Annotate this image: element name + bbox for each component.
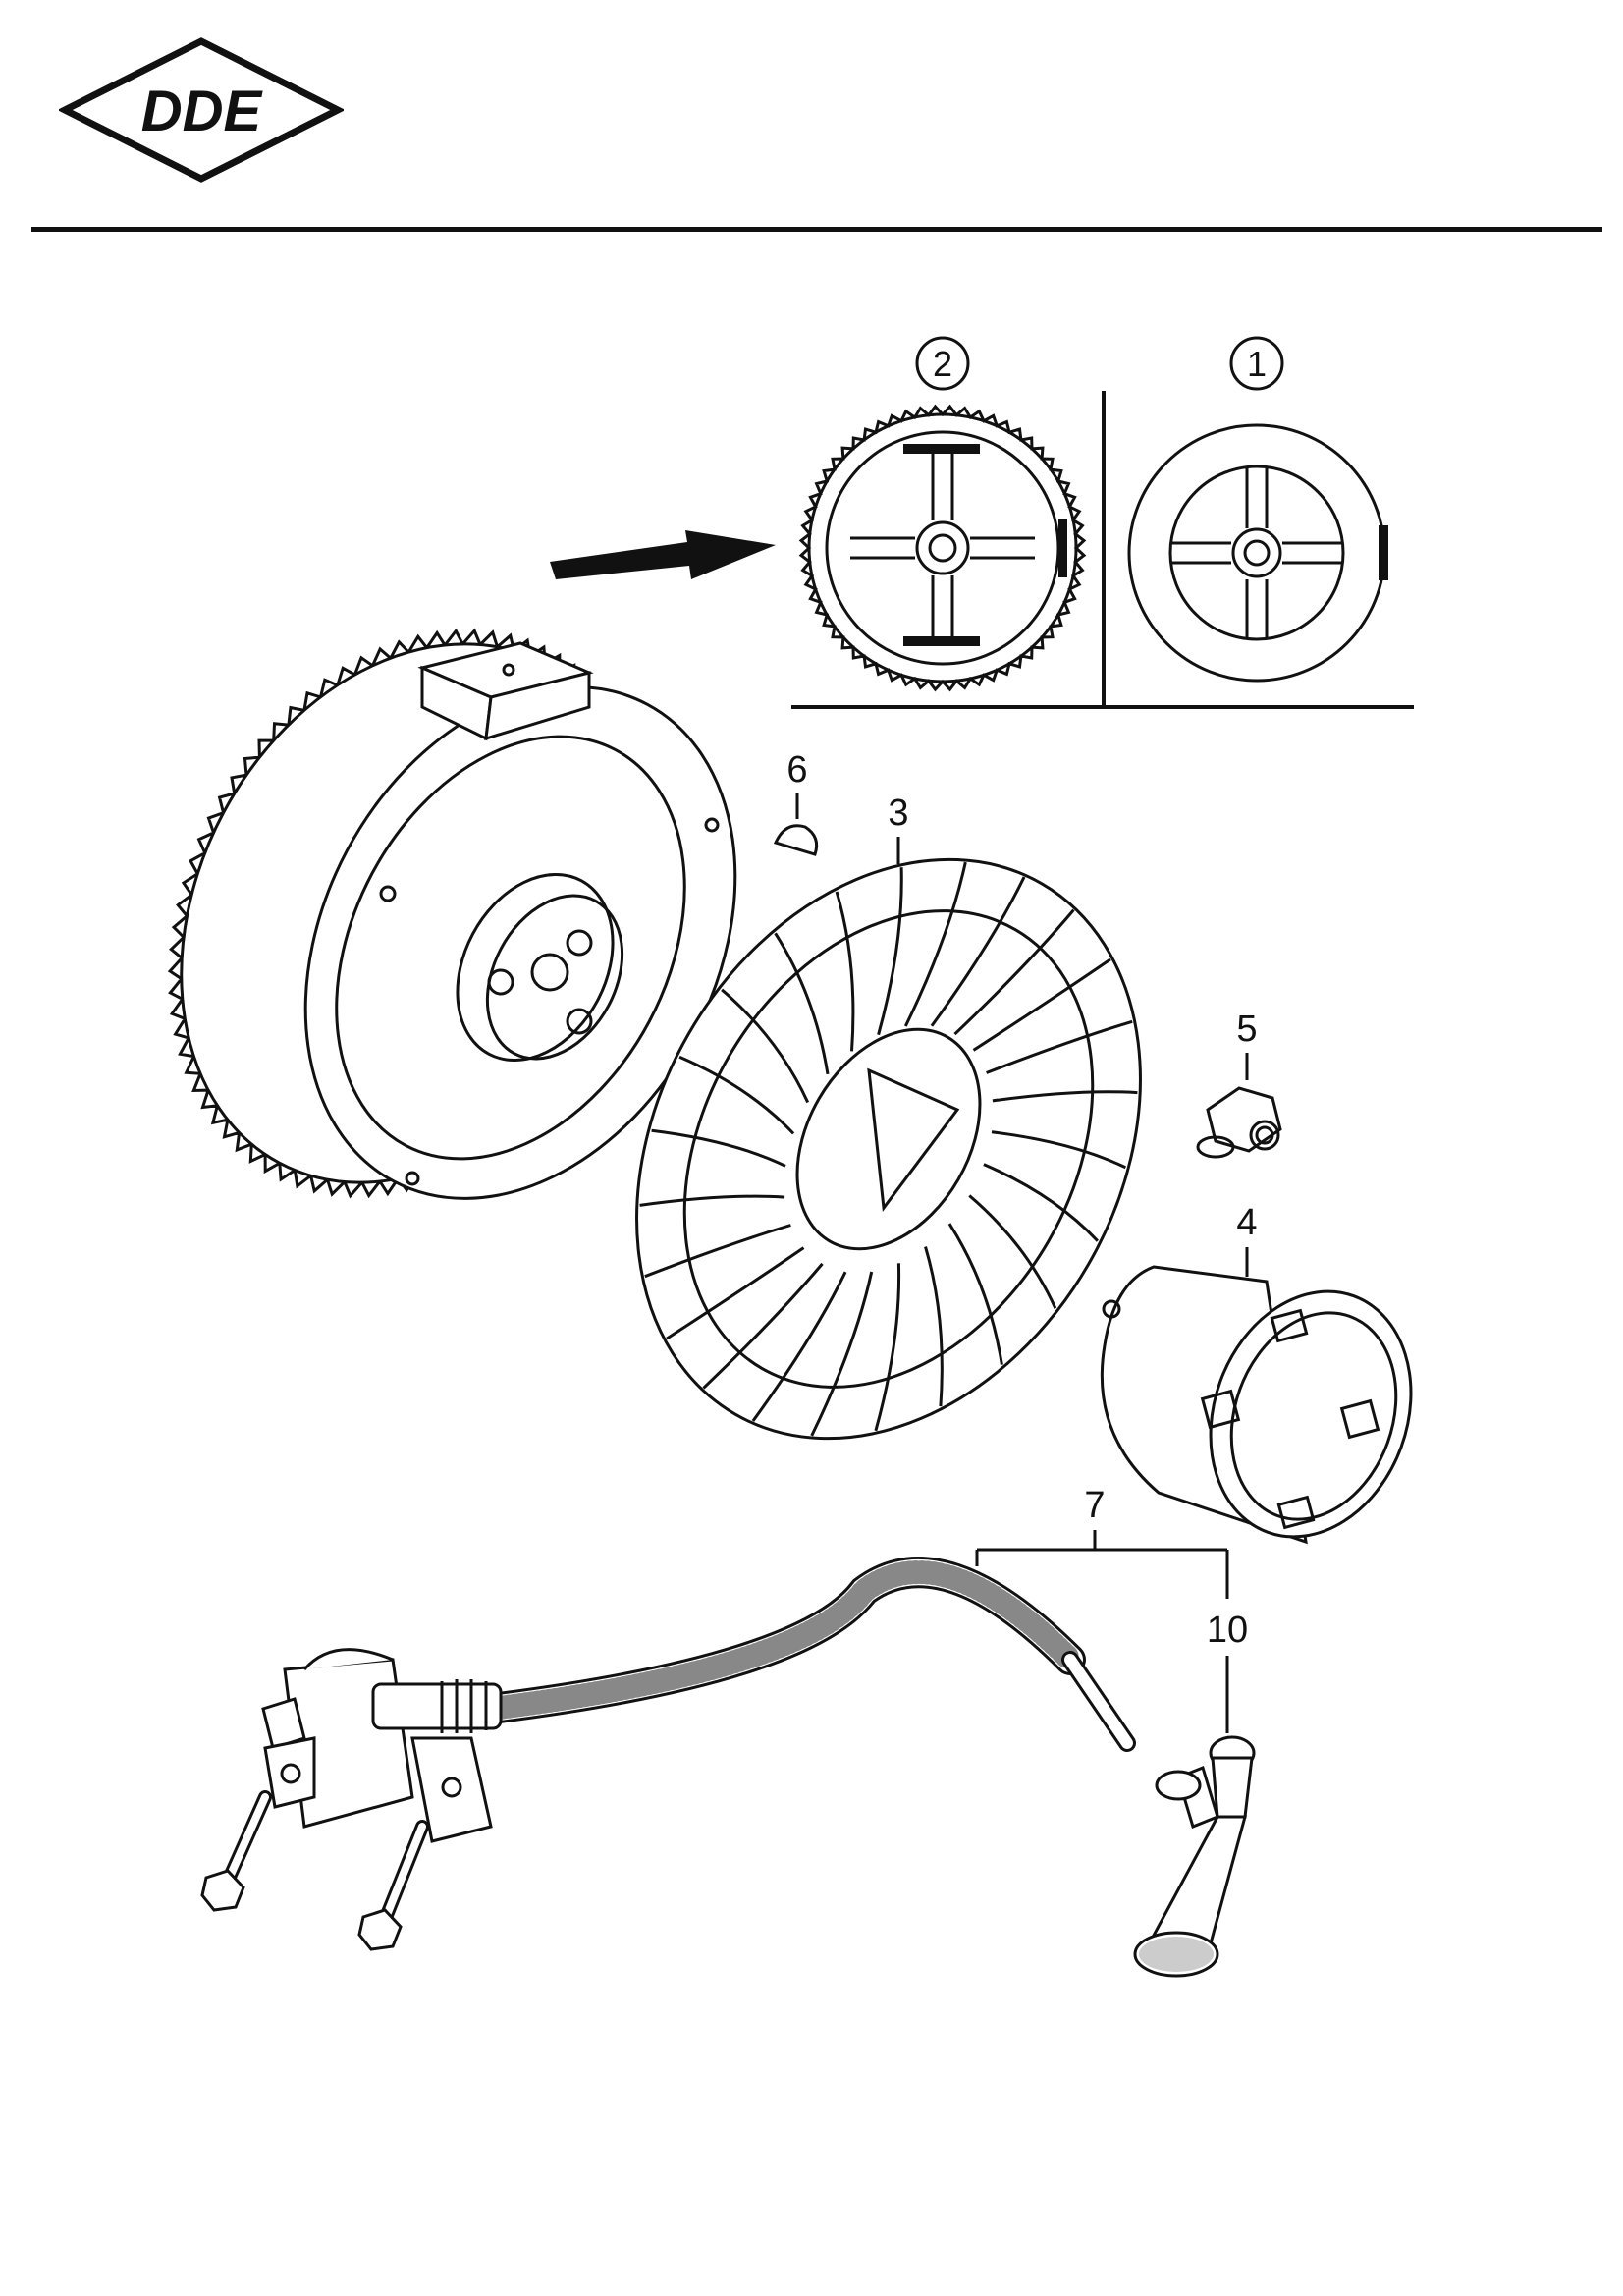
fan-blade bbox=[702, 1262, 824, 1390]
variant-2-callout-circle bbox=[915, 336, 970, 391]
fan-blades bbox=[639, 861, 1138, 1437]
part-3-label: 3 bbox=[888, 793, 908, 834]
part-5-flange-nut: 5 bbox=[1196, 1009, 1282, 1159]
fan-blade bbox=[903, 861, 967, 1027]
coil-mount-bolt-left bbox=[200, 1790, 272, 1912]
part-6-label: 6 bbox=[786, 749, 807, 791]
fan-blade bbox=[751, 1271, 847, 1422]
fan-blade bbox=[986, 1019, 1133, 1074]
fan-blade bbox=[877, 867, 903, 1036]
flywheel bbox=[167, 628, 737, 1200]
dde-logo: DDE bbox=[59, 37, 344, 183]
fan-blade bbox=[644, 1224, 791, 1279]
part-10-spark-plug-cap: 10 bbox=[1133, 1610, 1256, 1978]
variant-2-flywheel: 2 bbox=[798, 336, 1087, 692]
part-4-starter-pulley: 4 bbox=[1100, 1202, 1413, 1545]
fan-blade bbox=[968, 1194, 1057, 1309]
fan-blade bbox=[835, 891, 855, 1052]
fan-blade bbox=[639, 1194, 785, 1207]
fan-blade bbox=[924, 1246, 944, 1407]
fan-blade bbox=[972, 957, 1111, 1052]
variant-detail-panel: 2 1 bbox=[550, 336, 1414, 709]
fan-blade bbox=[930, 876, 1026, 1027]
fan-blade bbox=[774, 932, 830, 1075]
logo-text: DDE bbox=[141, 80, 264, 143]
fan-blade bbox=[666, 1246, 805, 1340]
fan-blade bbox=[678, 1055, 795, 1135]
header-rule bbox=[31, 227, 1602, 232]
fan-blade bbox=[947, 1223, 1003, 1365]
variant-2-label: 2 bbox=[933, 344, 952, 384]
variant-1-label: 1 bbox=[1247, 344, 1267, 384]
variant-1-callout-circle bbox=[1229, 336, 1284, 391]
variant-1-flywheel: 1 bbox=[1127, 336, 1388, 683]
pointer-arrow bbox=[550, 530, 776, 579]
fan-blade bbox=[810, 1271, 874, 1437]
fan-blade bbox=[721, 988, 810, 1104]
part-7-ignition-coil-assembly: 7 bbox=[200, 1485, 1229, 1951]
fan-blade bbox=[991, 1130, 1127, 1170]
part-10-label: 10 bbox=[1207, 1610, 1248, 1651]
fan-blade bbox=[651, 1128, 786, 1168]
part-4-label: 4 bbox=[1236, 1202, 1257, 1243]
fan-blade bbox=[874, 1263, 901, 1432]
fan-blade bbox=[953, 908, 1075, 1036]
part-3-cooling-fan: 3 bbox=[635, 793, 1142, 1441]
fan-blade bbox=[992, 1090, 1138, 1103]
coil-mount-bolt-right bbox=[357, 1820, 429, 1951]
part-6-woodruff-key: 6 bbox=[773, 749, 819, 856]
fan-blade bbox=[983, 1163, 1099, 1242]
part-5-label: 5 bbox=[1236, 1009, 1257, 1050]
part-7-label: 7 bbox=[1084, 1485, 1105, 1526]
